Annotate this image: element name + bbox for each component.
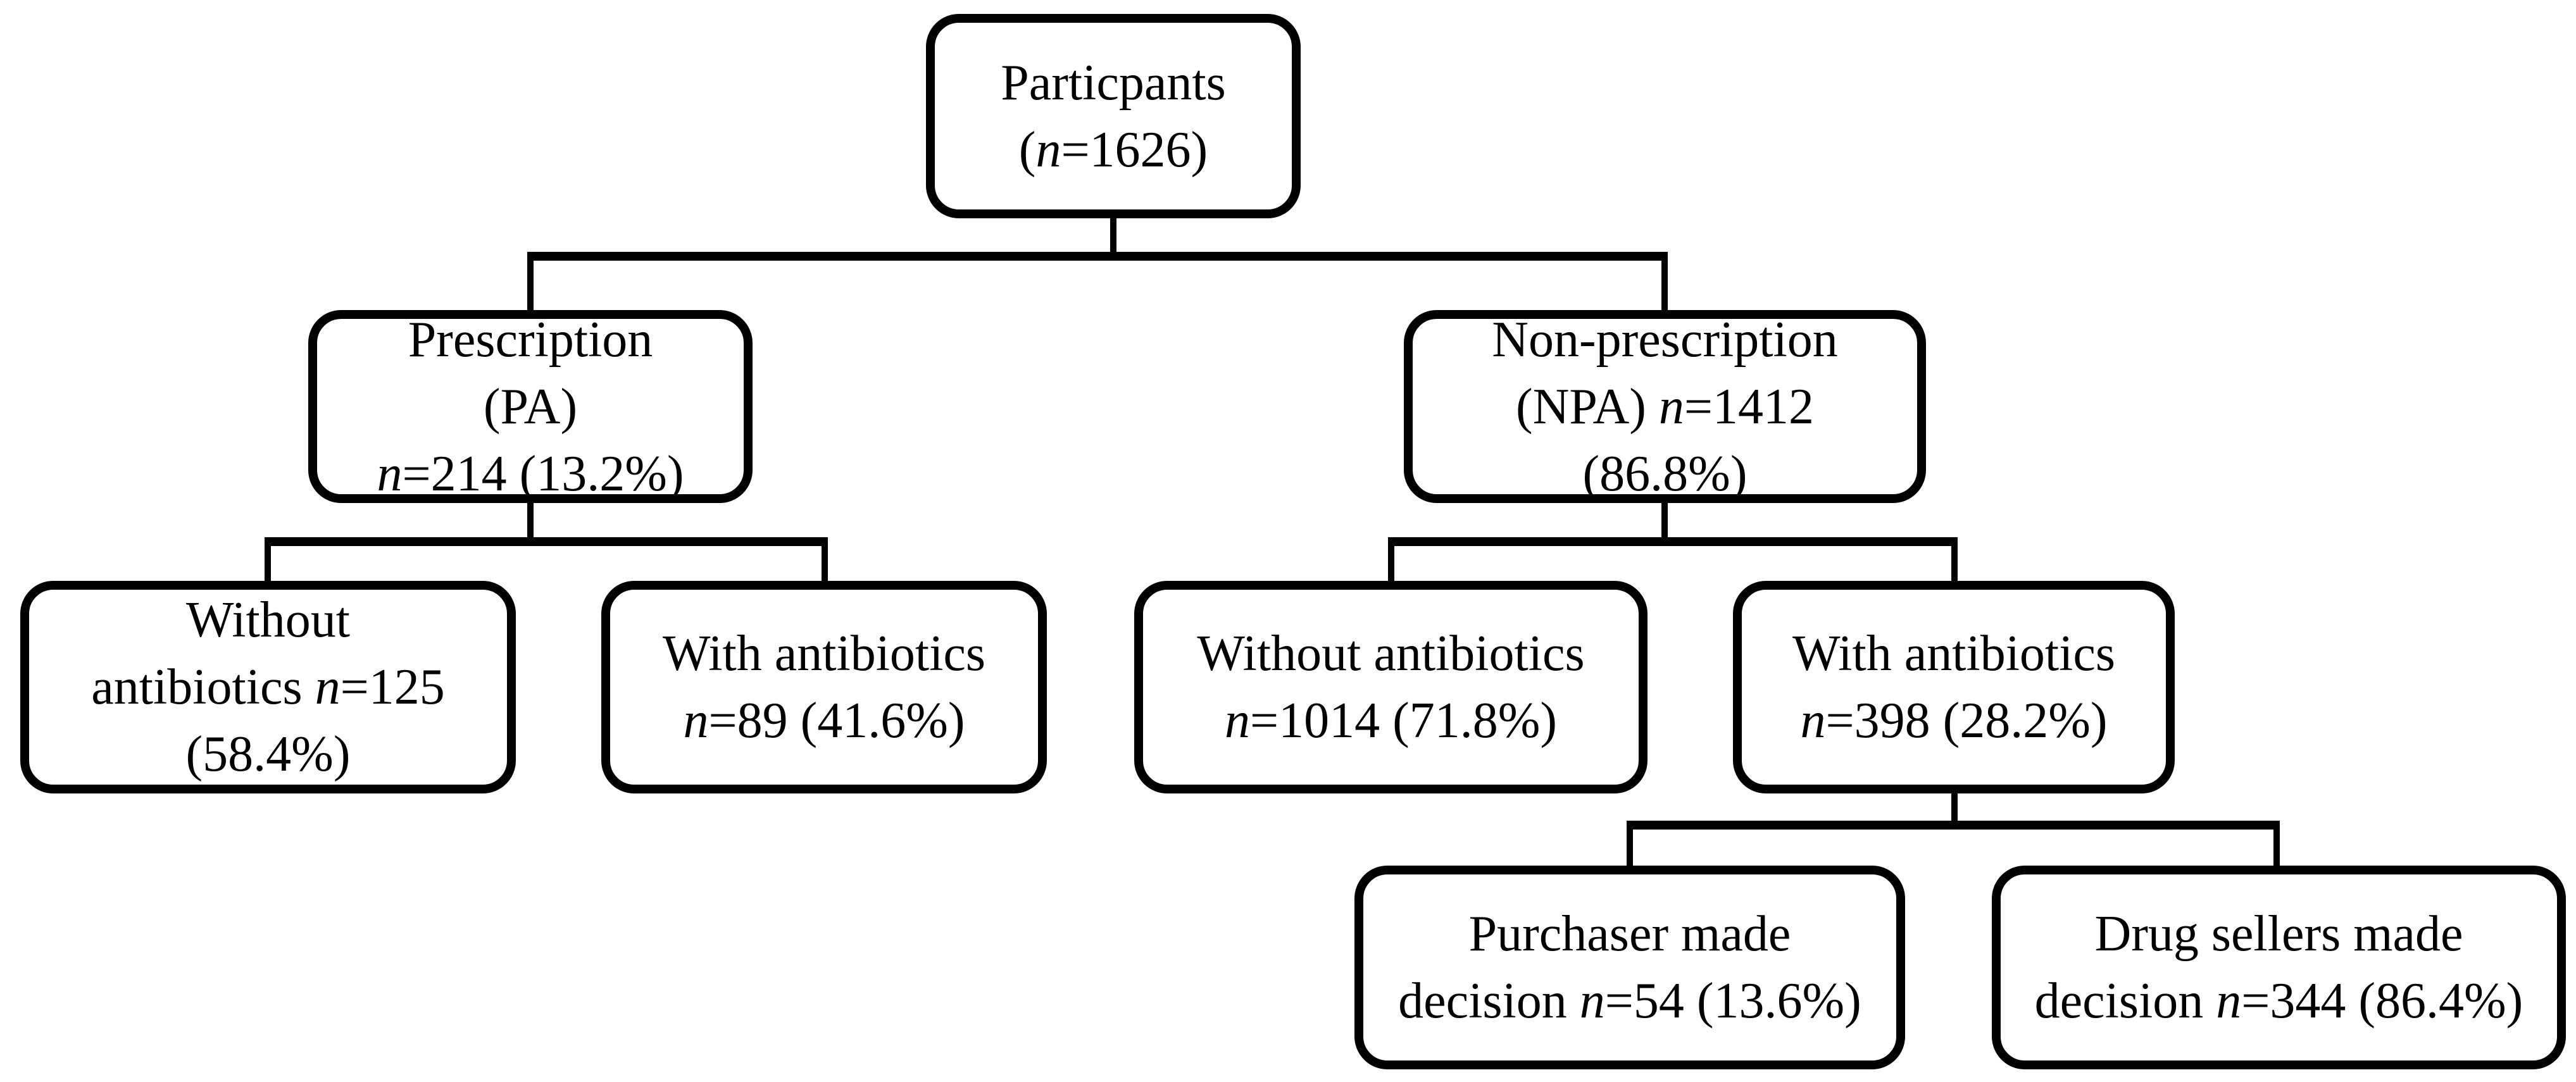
- node-npa-without-line-1: Without antibiotics: [1197, 626, 1585, 681]
- connector-participants-stem: [1110, 215, 1116, 256]
- node-pa-without-line-3: (58.4%): [185, 726, 351, 782]
- connector-to-pa-without: [265, 538, 271, 584]
- node-prescription: Prescription (PA) n=214 (13.2%): [308, 310, 753, 503]
- connector-to-drug-sellers: [2273, 822, 2280, 869]
- node-pa-with-antibiotics: With antibiotics n=89 (41.6%): [601, 581, 1047, 793]
- node-non-prescription-line-1: Non-prescription: [1492, 311, 1838, 368]
- connector-to-pa-with: [822, 538, 828, 584]
- node-participants-line-2: (n=1626): [1018, 121, 1208, 178]
- node-npa-with-line-2: n=398 (28.2%): [1800, 693, 2108, 749]
- connector-pa-crossbar: [265, 537, 828, 546]
- node-participants-line-1: Particpants: [1001, 54, 1226, 111]
- connector-non-prescription-stem: [1661, 500, 1668, 542]
- node-pa-without-line-2: antibiotics n=125: [91, 659, 445, 715]
- node-purchaser-line-2: decision n=54 (13.6%): [1398, 973, 1861, 1029]
- connector-to-purchaser: [1627, 822, 1633, 869]
- node-pa-with-line-1: With antibiotics: [662, 626, 986, 681]
- node-npa-without-antibiotics: Without antibiotics n=1014 (71.8%): [1134, 581, 1648, 793]
- node-npa-without-line-2: n=1014 (71.8%): [1224, 693, 1558, 749]
- node-purchaser-line-1: Purchaser made: [1468, 906, 1791, 962]
- node-npa-with-antibiotics: With antibiotics n=398 (28.2%): [1733, 581, 2175, 793]
- connector-decision-crossbar: [1627, 821, 2280, 830]
- node-pa-with-line-2: n=89 (41.6%): [683, 693, 965, 749]
- connector-prescription-stem: [527, 500, 534, 542]
- node-pa-without-antibiotics: Without antibiotics n=125 (58.4%): [20, 581, 516, 793]
- connector-to-npa-without: [1388, 538, 1394, 584]
- node-participants: Particpants (n=1626): [926, 14, 1301, 218]
- node-prescription-line-1: Prescription: [408, 311, 653, 368]
- node-drug-sellers-line-1: Drug sellers made: [2094, 906, 2463, 962]
- connector-npa-with-stem: [1951, 790, 1958, 825]
- connector-to-non-prescription: [1661, 253, 1668, 313]
- node-prescription-line-2: (PA): [483, 378, 578, 435]
- connector-to-prescription: [527, 253, 534, 313]
- node-drug-sellers-made-decision: Drug sellers made decision n=344 (86.4%): [1992, 866, 2566, 1069]
- node-non-prescription-line-2: (NPA) n=1412: [1515, 378, 1815, 435]
- node-purchaser-made-decision: Purchaser made decision n=54 (13.6%): [1354, 866, 1905, 1069]
- node-pa-without-line-1: Without: [186, 592, 350, 648]
- connector-level2-crossbar: [527, 252, 1668, 261]
- node-prescription-line-3: n=214 (13.2%): [377, 445, 684, 502]
- node-npa-with-line-1: With antibiotics: [1792, 626, 2116, 681]
- node-drug-sellers-line-2: decision n=344 (86.4%): [2034, 973, 2523, 1029]
- node-non-prescription: Non-prescription (NPA) n=1412 (86.8%): [1404, 310, 1926, 503]
- node-non-prescription-line-3: (86.8%): [1582, 445, 1748, 502]
- connector-to-npa-with: [1951, 538, 1958, 584]
- connector-npa-crossbar: [1388, 537, 1958, 546]
